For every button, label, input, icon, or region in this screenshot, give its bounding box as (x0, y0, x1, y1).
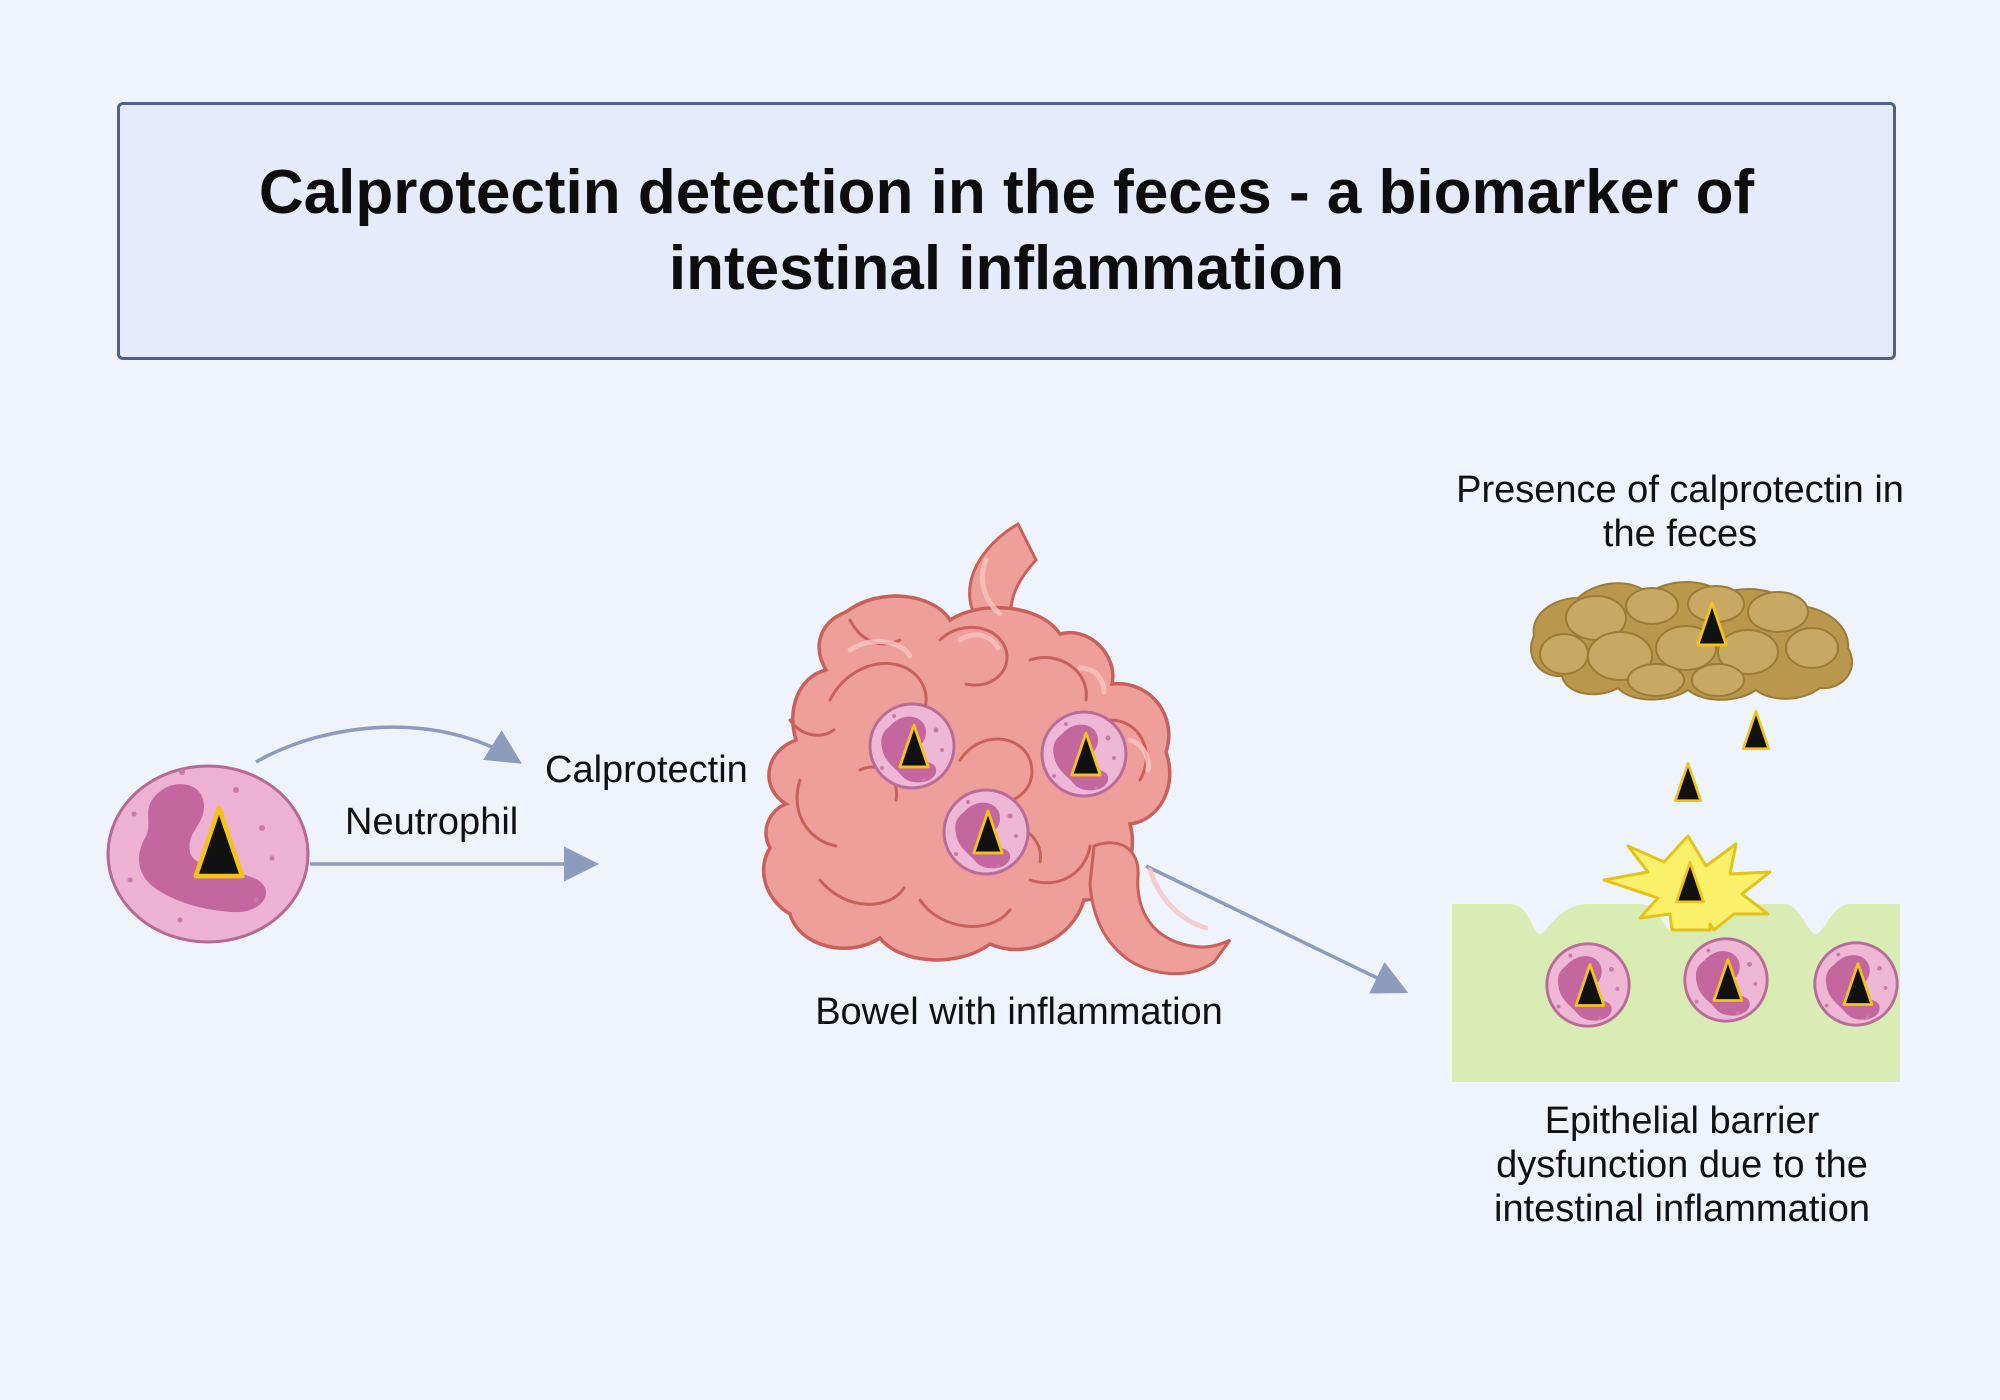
label-feces-line-2: the feces (1602, 513, 1758, 555)
arrow-to-epithelium (1145, 864, 1409, 994)
label-calprotectin: Calprotectin (545, 749, 748, 791)
label-epithelial-line-3: intestinal inflammation (1494, 1188, 1870, 1230)
neutrophil-cell (106, 764, 310, 944)
bowel-neutrophil-1 (870, 704, 954, 788)
label-epithelial-line-2: dysfunction due to the (1496, 1144, 1868, 1186)
bowel-neutrophil-3 (944, 790, 1028, 874)
arrow-to-calprotectin (255, 725, 522, 764)
calprotectin-rising-2 (1673, 762, 1703, 802)
label-neutrophil: Neutrophil (345, 801, 519, 843)
burst-release-illustration (1602, 834, 1772, 932)
title-box: Calprotectin detection in the feces - a … (117, 102, 1896, 360)
label-epithelial-block: Epithelial barrier dysfunction due to th… (1420, 1099, 1944, 1231)
inflamed-bowel-illustration (761, 521, 1232, 976)
label-feces-block: Presence of calprotectin in the feces (1410, 468, 1950, 556)
feces-illustration (1529, 581, 1854, 701)
title-line-2: intestinal inflammation (668, 234, 1345, 303)
calprotectin-rising-1 (1741, 710, 1771, 750)
label-feces-line-1: Presence of calprotectin in (1456, 469, 1904, 511)
label-epithelial-line-1: Epithelial barrier (1544, 1100, 1820, 1142)
bowel-neutrophil-2 (1042, 712, 1126, 796)
title-line-1: Calprotectin detection in the feces - a … (258, 158, 1755, 227)
label-bowel: Bowel with inflammation (815, 991, 1223, 1033)
epithelium-illustration (1452, 904, 1900, 1082)
